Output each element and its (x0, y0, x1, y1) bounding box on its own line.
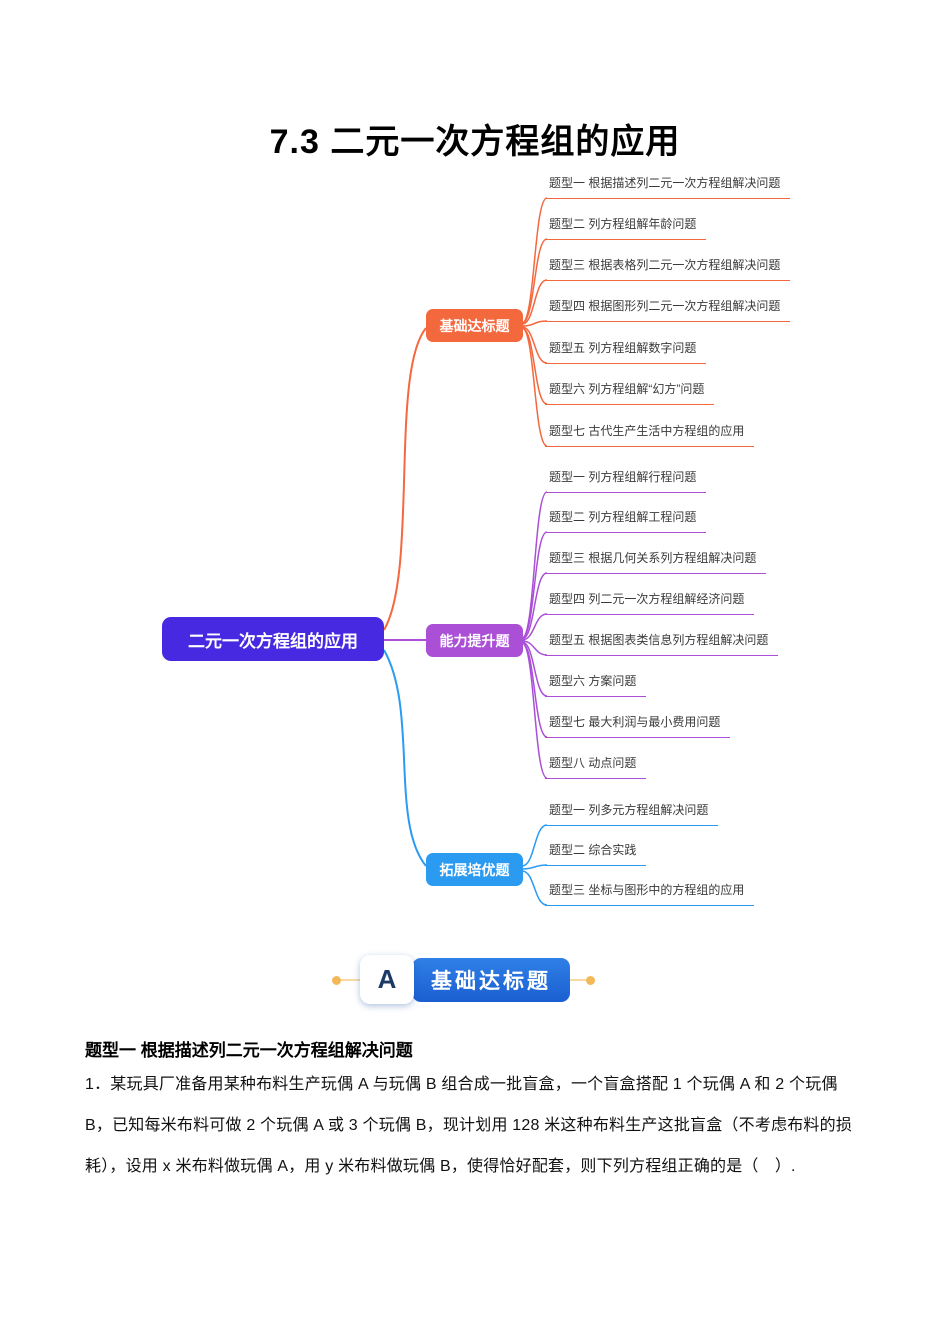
connector-leaf (521, 326, 548, 364)
mindmap-topic: 题型六 方案问题 (545, 671, 647, 697)
mindmap-topic: 题型七 古代生产生活中方程组的应用 (545, 421, 755, 447)
connector-leaf (521, 640, 548, 656)
decorative-dot-right (586, 976, 595, 985)
mindmap-topic: 题型二 列方程组解工程问题 (545, 507, 707, 533)
connector-leaf (521, 531, 548, 639)
mindmap-branch-extension: 拓展培优题 (426, 853, 523, 886)
mindmap-branch-basic: 基础达标题 (426, 309, 523, 342)
section-letter-badge: A (360, 955, 414, 1004)
mindmap-topic: 题型四 根据图形列二元一次方程组解决问题 (545, 296, 791, 322)
connector-leaf (521, 613, 548, 641)
connector-root-extension (383, 649, 427, 867)
mindmap-topic: 题型三 根据表格列二元一次方程组解决问题 (545, 255, 791, 281)
mindmap-topic: 题型六 列方程组解“幻方”问题 (545, 379, 715, 405)
connector-root-basic (383, 327, 427, 631)
connector-leaf (521, 320, 548, 327)
connector-leaf (521, 279, 548, 325)
problem-type-heading: 题型一 根据描述列二元一次方程组解决问题 (85, 1041, 413, 1060)
mindmap-root-node: 二元一次方程组的应用 (162, 617, 384, 661)
connector-leaf (521, 824, 548, 867)
section-title-pill: 基础达标题 (412, 958, 570, 1002)
problem-text-line-2: B，已知每米布料可做 2 个玩偶 A 或 3 个玩偶 B，现计划用 128 米这… (85, 1117, 853, 1134)
connector-leaf (521, 642, 548, 738)
connector-leaf (521, 864, 548, 870)
mindmap-topic: 题型五 根据图表类信息列方程组解决问题 (545, 630, 779, 656)
connector-leaf (521, 870, 548, 906)
connector-leaf (521, 327, 548, 405)
mindmap-topic: 题型四 列二元一次方程组解经济问题 (545, 589, 755, 615)
mindmap-topic: 题型五 列方程组解数字问题 (545, 338, 707, 364)
mindmap-topic: 题型三 根据几何关系列方程组解决问题 (545, 548, 767, 574)
connector-leaf (521, 572, 548, 640)
mindmap-branch-ability: 能力提升题 (426, 624, 523, 657)
connector-leaf (521, 491, 548, 639)
mindmap-topic: 题型一 列多元方程组解决问题 (545, 800, 719, 826)
connector-leaf (521, 642, 548, 779)
connector-leaf (521, 641, 548, 697)
mindmap-topic: 题型二 综合实践 (545, 840, 647, 866)
page-title: 7.3 二元一次方程组的应用 (269, 123, 681, 161)
mindmap-topic: 题型八 动点问题 (545, 753, 647, 779)
connector-leaf (521, 238, 548, 324)
mindmap-topic: 题型一 根据描述列二元一次方程组解决问题 (545, 173, 791, 199)
problem-text-line-3: 耗），设用 x 米布料做玩偶 A，用 y 米布料做玩偶 B，使得恰好配套，则下列… (85, 1158, 796, 1175)
mindmap-topic: 题型二 列方程组解年龄问题 (545, 214, 707, 240)
mindmap-topic: 题型七 最大利润与最小费用问题 (545, 712, 731, 738)
mindmap-topic: 题型一 列方程组解行程问题 (545, 467, 707, 493)
problem-text-line-1: 1．某玩具厂准备用某种布料生产玩偶 A 与玩偶 B 组合成一批盲盒，一个盲盒搭配… (85, 1076, 838, 1093)
mindmap-topic: 题型三 坐标与图形中的方程组的应用 (545, 880, 755, 906)
connector-leaf (521, 327, 548, 447)
connector-leaf (521, 197, 548, 324)
decorative-dot-left (332, 976, 341, 985)
